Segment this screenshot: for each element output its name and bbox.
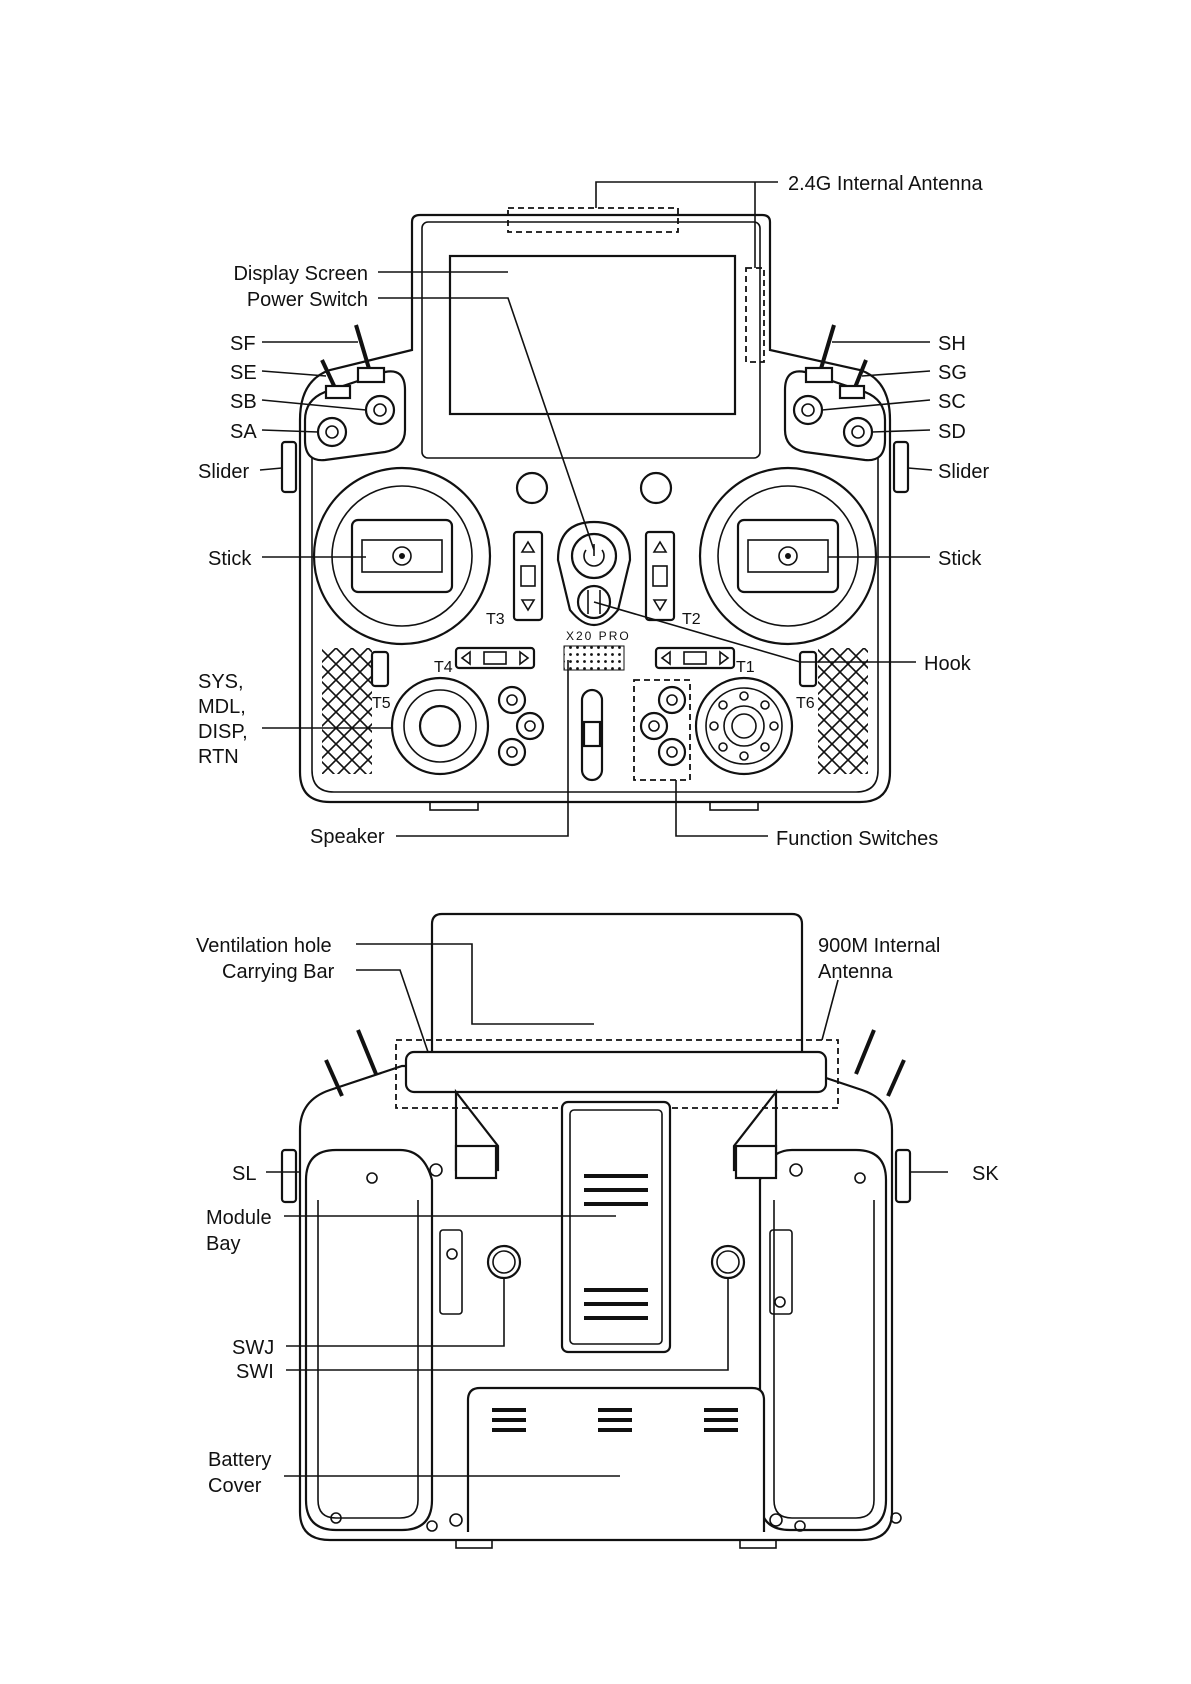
label-se: SE bbox=[230, 362, 257, 384]
switch-sb[interactable] bbox=[366, 396, 394, 424]
label-sg: SG bbox=[938, 362, 967, 384]
sys-button[interactable] bbox=[392, 678, 488, 774]
foot-right bbox=[710, 802, 758, 810]
label-antenna-900m-1: 900M Internal bbox=[818, 935, 940, 957]
switch-swi[interactable] bbox=[712, 1246, 744, 1278]
back-foot-right bbox=[740, 1540, 776, 1548]
trim-t5[interactable] bbox=[372, 652, 388, 686]
label-sd: SD bbox=[938, 421, 966, 443]
switch-swj[interactable] bbox=[488, 1246, 520, 1278]
bar-mount-right bbox=[736, 1146, 776, 1178]
switch-sc[interactable] bbox=[794, 396, 822, 424]
label-sl: SL bbox=[232, 1163, 256, 1185]
trim-t1[interactable] bbox=[656, 648, 734, 668]
label-module-bay-1: Module bbox=[206, 1207, 272, 1229]
label-t1: T1 bbox=[736, 659, 755, 676]
back-switch-4 bbox=[888, 1060, 904, 1096]
grill-right bbox=[818, 648, 868, 774]
display-screen bbox=[450, 256, 735, 414]
stick-right[interactable] bbox=[700, 468, 876, 644]
button-top-left[interactable] bbox=[517, 473, 547, 503]
scroll-wheel[interactable] bbox=[696, 678, 792, 774]
label-power-switch: Power Switch bbox=[247, 289, 368, 311]
label-battery-cover-1: Battery bbox=[208, 1449, 271, 1471]
label-carrying-bar: Carrying Bar bbox=[222, 961, 335, 983]
label-slider-right: Slider bbox=[938, 461, 989, 483]
label-t4: T4 bbox=[434, 659, 453, 676]
slider-sl[interactable] bbox=[282, 1150, 296, 1202]
screen-back bbox=[432, 914, 802, 1070]
switch-sa[interactable] bbox=[318, 418, 346, 446]
label-speaker: Speaker bbox=[310, 826, 385, 848]
label-ventilation-hole: Ventilation hole bbox=[196, 935, 332, 957]
grip-right bbox=[760, 1150, 886, 1530]
foot-left bbox=[430, 802, 478, 810]
label-sa: SA bbox=[230, 421, 257, 443]
label-t6: T6 bbox=[796, 695, 815, 712]
label-slider-left: Slider bbox=[198, 461, 249, 483]
label-antenna-900m-2: Antenna bbox=[818, 961, 893, 983]
trim-t2[interactable] bbox=[646, 532, 674, 620]
label-t5: T5 bbox=[372, 695, 391, 712]
label-t3: T3 bbox=[486, 611, 505, 628]
label-sb: SB bbox=[230, 391, 257, 413]
label-sys-1: SYS, bbox=[198, 671, 244, 693]
label-sys-3: DISP, bbox=[198, 721, 248, 743]
label-sc: SC bbox=[938, 391, 966, 413]
label-antenna-24g: 2.4G Internal Antenna bbox=[788, 173, 983, 195]
back-switch-1 bbox=[358, 1030, 376, 1074]
switch-sd[interactable] bbox=[844, 418, 872, 446]
label-sf: SF bbox=[230, 333, 256, 355]
back-view: Ventilation hole Carrying Bar 900M Inter… bbox=[196, 914, 999, 1548]
stick-left[interactable] bbox=[314, 468, 490, 644]
switch-sf[interactable] bbox=[356, 325, 384, 382]
front-view: X20 PRO bbox=[198, 173, 989, 850]
label-sys-2: MDL, bbox=[198, 696, 246, 718]
back-foot-left bbox=[456, 1540, 492, 1548]
button-top-right[interactable] bbox=[641, 473, 671, 503]
label-battery-cover-2: Cover bbox=[208, 1475, 262, 1497]
battery-cover[interactable] bbox=[468, 1388, 764, 1532]
label-display-screen: Display Screen bbox=[233, 263, 368, 285]
switch-sh[interactable] bbox=[806, 325, 834, 382]
label-module-bay-2: Bay bbox=[206, 1233, 240, 1255]
slider-left[interactable] bbox=[282, 442, 296, 492]
label-function-switches: Function Switches bbox=[776, 828, 938, 850]
brand-mark: X20 PRO bbox=[566, 629, 631, 643]
label-hook: Hook bbox=[924, 653, 972, 675]
label-swj: SWJ bbox=[232, 1337, 274, 1359]
label-stick-left: Stick bbox=[208, 548, 252, 570]
slider-right[interactable] bbox=[894, 442, 908, 492]
label-sk: SK bbox=[972, 1163, 999, 1185]
label-sys-4: RTN bbox=[198, 746, 239, 768]
speaker-grill bbox=[564, 646, 624, 670]
label-sh: SH bbox=[938, 333, 966, 355]
center-slider[interactable] bbox=[582, 690, 602, 780]
grip-left bbox=[306, 1150, 432, 1530]
label-swi: SWI bbox=[236, 1361, 274, 1383]
carrying-bar[interactable] bbox=[406, 1052, 826, 1092]
label-t2: T2 bbox=[682, 611, 701, 628]
grill-left bbox=[322, 648, 372, 774]
trim-t4[interactable] bbox=[456, 648, 534, 668]
trim-t3[interactable] bbox=[514, 532, 542, 620]
bar-mount-left bbox=[456, 1146, 496, 1178]
label-stick-right: Stick bbox=[938, 548, 982, 570]
slider-sk[interactable] bbox=[896, 1150, 910, 1202]
back-switch-3 bbox=[856, 1030, 874, 1074]
module-bay[interactable] bbox=[562, 1102, 670, 1352]
trim-t6[interactable] bbox=[800, 652, 816, 686]
